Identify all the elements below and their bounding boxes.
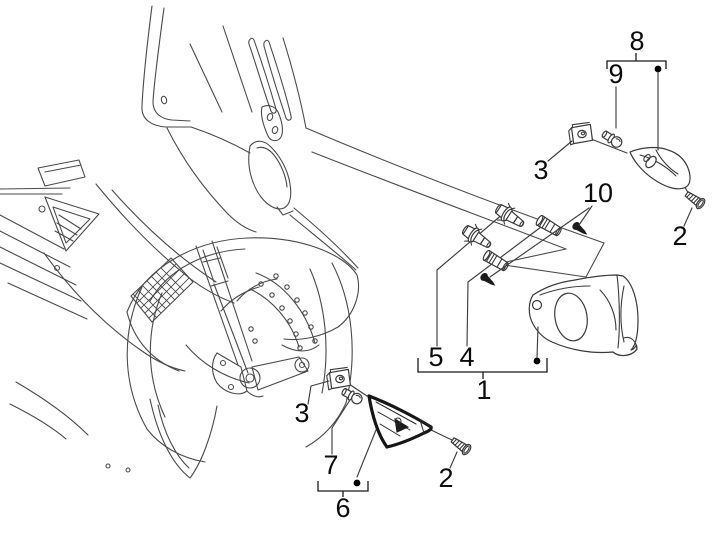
callout-1[interactable]: 1 [476,375,491,405]
dot-marker-8 [654,65,662,73]
leader-callout-2-top [683,207,693,227]
leader-dot-6 [356,429,377,478]
bracket-group-8 [606,53,667,69]
axis-line-bottom-group [348,383,453,441]
part-screw-top [682,188,708,211]
fender-mesh-hatch [131,258,193,322]
part-turn-signal-bulb-bottom [339,385,365,407]
leader-callout-4 [466,226,542,347]
leader-callout-10b [489,207,590,278]
callout-5[interactable]: 5 [428,342,443,372]
brake-disc-holes [248,273,318,351]
callout-2-top[interactable]: 2 [672,221,687,251]
callout-8[interactable]: 8 [629,26,644,56]
bracket-group-6 [317,481,369,497]
part-turn-signal-bulb-top [599,128,625,150]
part-headlamp-assembly [528,274,639,357]
part-clip-nut-bottom [325,366,352,391]
callout-3-bottom[interactable]: 3 [294,398,309,428]
leader-callout-7 [331,399,351,455]
headlamp-lens-opening [554,292,588,342]
part-screw-bottom [448,434,474,457]
callout-7[interactable]: 7 [323,450,338,480]
callout-2-bottom[interactable]: 2 [438,463,453,493]
dot-marker-1 [533,357,541,365]
callout-10[interactable]: 10 [583,178,613,208]
leader-callout-5 [436,212,505,347]
dot-marker-6 [353,479,361,487]
callout-9[interactable]: 9 [608,59,623,89]
part-bulb-holder-1 [534,213,564,238]
callout-4[interactable]: 4 [459,342,474,372]
part-turn-signal-housing-top [629,146,691,190]
callout-3-top[interactable]: 3 [533,155,548,185]
scooter-front-line-art [0,5,605,479]
callout-6[interactable]: 6 [335,493,350,523]
leader-callout-3-bottom [307,380,330,405]
part-turn-signal-lens-bottom [367,394,433,449]
leader-dot-1 [536,326,539,359]
bracket-group-1 [417,358,548,379]
leader-callout-2-bottom [449,451,458,469]
leader-callout-10a [578,205,593,226]
leader-callout-3-top [547,140,573,162]
